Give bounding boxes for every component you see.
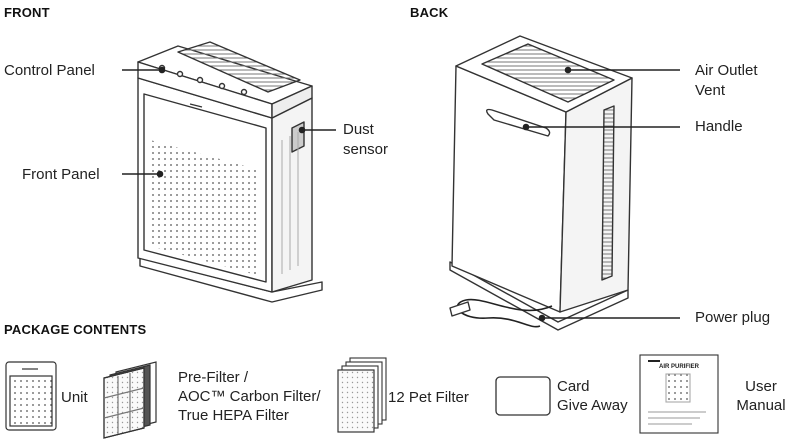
front-heading: FRONT bbox=[4, 5, 50, 20]
back-handle bbox=[485, 108, 551, 137]
filter-label-line2: AOC™ Carbon Filter/ bbox=[178, 388, 321, 405]
air-outlet-label-line1: Air Outlet bbox=[695, 62, 758, 79]
control-panel-label: Control Panel bbox=[4, 62, 95, 79]
card-thumbnail bbox=[495, 376, 551, 416]
back-unit-illustration bbox=[449, 35, 633, 331]
power-plug-label: Power plug bbox=[695, 309, 771, 326]
manual-cover-title: AIR PURIFIER bbox=[658, 364, 699, 370]
card-label-line1: Card bbox=[557, 378, 590, 395]
front-unit-illustration bbox=[137, 41, 323, 303]
card-label-line2: Give Away bbox=[557, 397, 628, 414]
filter-label-line3: True HEPA Filter bbox=[178, 407, 289, 424]
package-contents-heading: PACKAGE CONTENTS bbox=[4, 322, 147, 337]
unit-label: Unit bbox=[61, 389, 88, 406]
unit-thumbnail bbox=[5, 361, 57, 431]
air-outlet-vent bbox=[481, 43, 615, 103]
front-panel-label: Front Panel bbox=[22, 166, 100, 183]
handle-label: Handle bbox=[695, 118, 743, 135]
manual-label-line2: Manual bbox=[736, 397, 786, 414]
filter-label-line1: Pre-Filter / bbox=[178, 369, 249, 386]
front-unit-right-face bbox=[271, 97, 313, 293]
dust-sensor-label-line2: sensor bbox=[343, 141, 389, 158]
back-unit-base bbox=[449, 261, 629, 331]
manual-label-line1: User bbox=[745, 378, 777, 395]
back-callout-lines bbox=[522, 66, 680, 322]
back-heading: BACK bbox=[410, 5, 449, 20]
air-outlet-label-line2: Vent bbox=[695, 82, 726, 99]
back-unit-right-face bbox=[559, 77, 633, 313]
dust-sensor-label-line1: Dust bbox=[343, 121, 374, 138]
manual-thumbnail bbox=[639, 354, 719, 434]
front-top-vent bbox=[177, 41, 301, 93]
front-callout-lines bbox=[122, 66, 336, 178]
pet-filter-thumbnail bbox=[337, 357, 387, 433]
filter-stack-thumbnail bbox=[103, 361, 157, 439]
pet-filter-label: 12 Pet Filter bbox=[388, 389, 469, 406]
